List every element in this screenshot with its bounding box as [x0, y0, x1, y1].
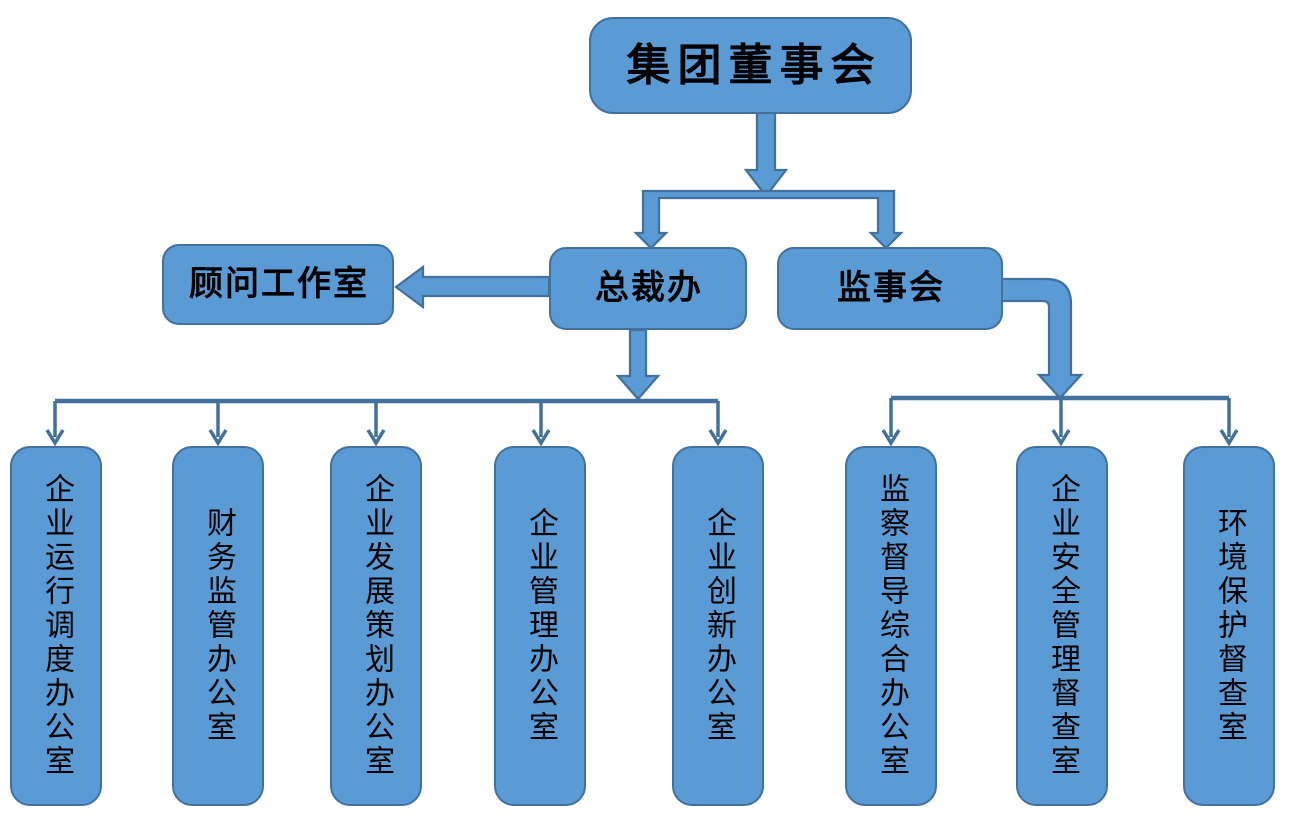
node-office-inspection-supervision: 监察督导综合办公室: [845, 446, 937, 806]
node-board: 集团董事会: [589, 17, 912, 114]
branch-arrow-4: [531, 401, 551, 447]
node-office-operations-dispatch-label: 企业运行调度办公室: [40, 473, 73, 779]
node-office-financial-supervision-label: 财务监管办公室: [202, 507, 235, 745]
branch-arrow-3: [366, 401, 386, 447]
arrow-board-down: [743, 111, 789, 198]
node-office-enterprise-management: 企业管理办公室: [494, 446, 586, 806]
arrow-supervisory-elbow: [999, 277, 1084, 400]
node-office-enterprise-management-label: 企业管理办公室: [524, 507, 557, 745]
branch-arrow-6: [881, 398, 901, 447]
arrow-president-to-advisor: [394, 264, 551, 310]
level2-split-bracket: [633, 189, 904, 250]
node-advisor-label: 顾问工作室: [189, 265, 369, 303]
node-office-financial-supervision: 财务监管办公室: [172, 446, 264, 806]
node-president-label: 总裁办: [595, 269, 703, 307]
node-office-safety-management: 企业安全管理督查室: [1016, 446, 1108, 806]
branch-arrow-2: [208, 401, 228, 447]
node-president: 总裁办: [549, 247, 747, 330]
node-office-development-planning: 企业发展策划办公室: [330, 446, 422, 806]
node-supervisory-label: 监事会: [837, 269, 945, 307]
node-office-innovation-label: 企业创新办公室: [702, 507, 735, 745]
node-supervisory: 监事会: [777, 247, 1003, 330]
branch-arrow-8: [1219, 398, 1239, 447]
branch-arrow-1: [45, 401, 65, 447]
node-office-environmental-protection-label: 环境保护督查室: [1213, 507, 1246, 745]
node-advisor: 顾问工作室: [162, 244, 394, 325]
node-office-safety-management-label: 企业安全管理督查室: [1046, 473, 1079, 779]
supervisory-branch-connector: [881, 395, 1239, 447]
president-branch-connector: [45, 398, 728, 447]
node-office-inspection-supervision-label: 监察督导综合办公室: [875, 473, 908, 779]
node-board-label: 集团董事会: [626, 40, 882, 90]
node-office-operations-dispatch: 企业运行调度办公室: [10, 446, 102, 806]
node-office-environmental-protection: 环境保护督查室: [1183, 446, 1275, 806]
node-office-innovation: 企业创新办公室: [672, 446, 764, 806]
branch-arrow-7: [1051, 398, 1071, 447]
arrow-president-down: [615, 328, 661, 401]
branch-arrow-5: [708, 401, 728, 447]
node-office-development-planning-label: 企业发展策划办公室: [360, 473, 393, 779]
